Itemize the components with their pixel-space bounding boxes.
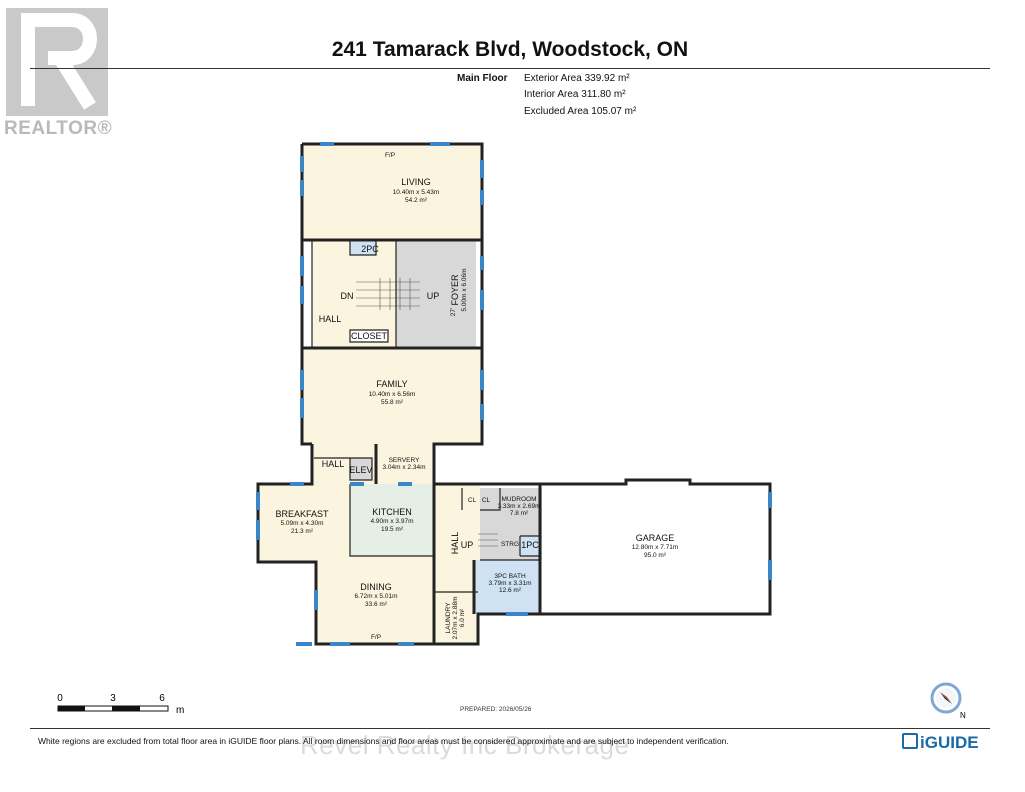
closet-area bbox=[350, 330, 388, 342]
realtor-logo: REALTOR® bbox=[4, 6, 116, 139]
header-divider bbox=[30, 68, 990, 69]
mudroom-label: MUDROOM bbox=[501, 496, 536, 503]
iguide-logo: iGUIDE bbox=[902, 733, 979, 753]
foyer-area bbox=[396, 240, 476, 348]
family-room-area bbox=[302, 348, 482, 444]
family-dims: 10.40m x 6.56m bbox=[369, 391, 416, 398]
dining-area bbox=[316, 556, 434, 644]
hall-mid-label: HALL bbox=[450, 532, 460, 555]
closet-1-label: CL bbox=[468, 497, 477, 504]
scale-tick-6: 6 bbox=[159, 693, 165, 704]
interior-area: Interior Area 311.80 m² bbox=[524, 89, 626, 100]
dining-dims: 6.72m x 5.01m bbox=[355, 593, 398, 600]
closet-label: CLOSET bbox=[351, 331, 388, 341]
dn-label: DN bbox=[341, 291, 354, 301]
bath-dims: 3.79m x 3.31m bbox=[489, 580, 532, 587]
foyer-height: 27' bbox=[450, 308, 457, 316]
one-pc-label: 1PC bbox=[521, 540, 539, 550]
scale-bar bbox=[57, 705, 169, 712]
closet-2-label: CL bbox=[482, 497, 491, 504]
servery-label: SERVERY bbox=[389, 457, 420, 464]
hall-small-label: HALL bbox=[322, 459, 345, 469]
foyer-up-label: UP bbox=[427, 291, 440, 301]
servery-area bbox=[314, 444, 434, 484]
laundry-area bbox=[434, 592, 478, 644]
scale-tick-3: 3 bbox=[110, 693, 116, 704]
foyer-dims: 5.00m x 6.06m bbox=[461, 269, 468, 312]
mudroom-area: 7.8 m² bbox=[510, 510, 529, 517]
family-area: 55.8 m² bbox=[381, 399, 404, 406]
elev-label: ELEV bbox=[349, 465, 372, 475]
mid-stairs bbox=[478, 533, 498, 547]
page-title: 241 Tamarack Blvd, Woodstock, ON bbox=[331, 38, 689, 61]
bath-area: 12.6 m² bbox=[499, 587, 522, 594]
breakfast-area: 21.3 m² bbox=[291, 528, 314, 535]
fireplace-top-label: F/P bbox=[385, 152, 395, 159]
exterior-area: Exterior Area 339.92 m² bbox=[524, 73, 630, 84]
brokerage-watermark: Revel Realty Inc Brokerage bbox=[300, 730, 630, 760]
living-label: LIVING bbox=[401, 177, 431, 187]
servery-dims: 3.04m x 2.34m bbox=[383, 464, 426, 471]
fireplace-bottom-label: F/P bbox=[371, 634, 381, 641]
realtor-wordmark: REALTOR® bbox=[4, 118, 113, 139]
compass-north-label: N bbox=[960, 711, 966, 720]
living-room-area bbox=[302, 144, 482, 240]
windows bbox=[256, 142, 772, 646]
kitchen-area: 19.5 m² bbox=[381, 526, 404, 533]
bath-label: 3PC BATH bbox=[494, 573, 526, 580]
scale-unit: m bbox=[176, 705, 184, 716]
dining-area: 33.6 m² bbox=[365, 601, 388, 608]
interior-walls bbox=[311, 240, 540, 593]
iguide-box-icon bbox=[902, 733, 918, 749]
disclaimer-text: White regions are excluded from total fl… bbox=[38, 736, 729, 746]
bath-area bbox=[474, 560, 540, 614]
breakfast-area bbox=[258, 484, 350, 562]
laundry-dims: 2.07m x 2.88m bbox=[452, 597, 459, 640]
kitchen-label: KITCHEN bbox=[372, 507, 412, 517]
foyer-label: FOYER bbox=[450, 274, 460, 306]
strg-label: STRG bbox=[501, 541, 519, 548]
mid-hall-area bbox=[434, 484, 480, 592]
foyer-stairs bbox=[356, 278, 420, 310]
family-label: FAMILY bbox=[376, 379, 407, 389]
prepared-date: PREPARED: 2026/05/26 bbox=[460, 706, 532, 713]
kitchen-area bbox=[350, 484, 434, 556]
garage-dims: 12.80m x 7.71m bbox=[632, 544, 679, 551]
mid-up-label: UP bbox=[461, 540, 474, 550]
breakfast-label: BREAKFAST bbox=[275, 509, 329, 519]
kitchen-dims: 4.90m x 3.97m bbox=[371, 518, 414, 525]
iguide-wordmark: iGUIDE bbox=[920, 733, 979, 752]
scale-tick-0: 0 bbox=[57, 693, 63, 704]
garage-label: GARAGE bbox=[636, 533, 675, 543]
dining-label: DINING bbox=[360, 582, 392, 592]
garage-area: 95.0 m² bbox=[644, 552, 667, 559]
living-dims: 10.40m x 5.43m bbox=[393, 189, 440, 196]
footer-divider bbox=[30, 728, 990, 729]
laundry-label: LAUNDRY bbox=[445, 602, 452, 634]
laundry-area: 6.0 m² bbox=[459, 608, 466, 627]
elev-area bbox=[350, 458, 372, 480]
compass-icon: N bbox=[926, 680, 968, 722]
breakfast-dims: 5.09m x 4.30m bbox=[281, 520, 324, 527]
two-pc-label: 2PC bbox=[361, 244, 379, 254]
one-pc-area bbox=[520, 536, 542, 556]
living-area: 54.2 m² bbox=[405, 197, 428, 204]
mudroom-dims: 3.33m x 2.69m bbox=[498, 503, 541, 510]
floor-name: Main Floor bbox=[457, 73, 508, 84]
excluded-area: Excluded Area 105.07 m² bbox=[524, 106, 637, 117]
two-pc-area bbox=[350, 241, 376, 255]
hall-upper-label: HALL bbox=[319, 314, 342, 324]
